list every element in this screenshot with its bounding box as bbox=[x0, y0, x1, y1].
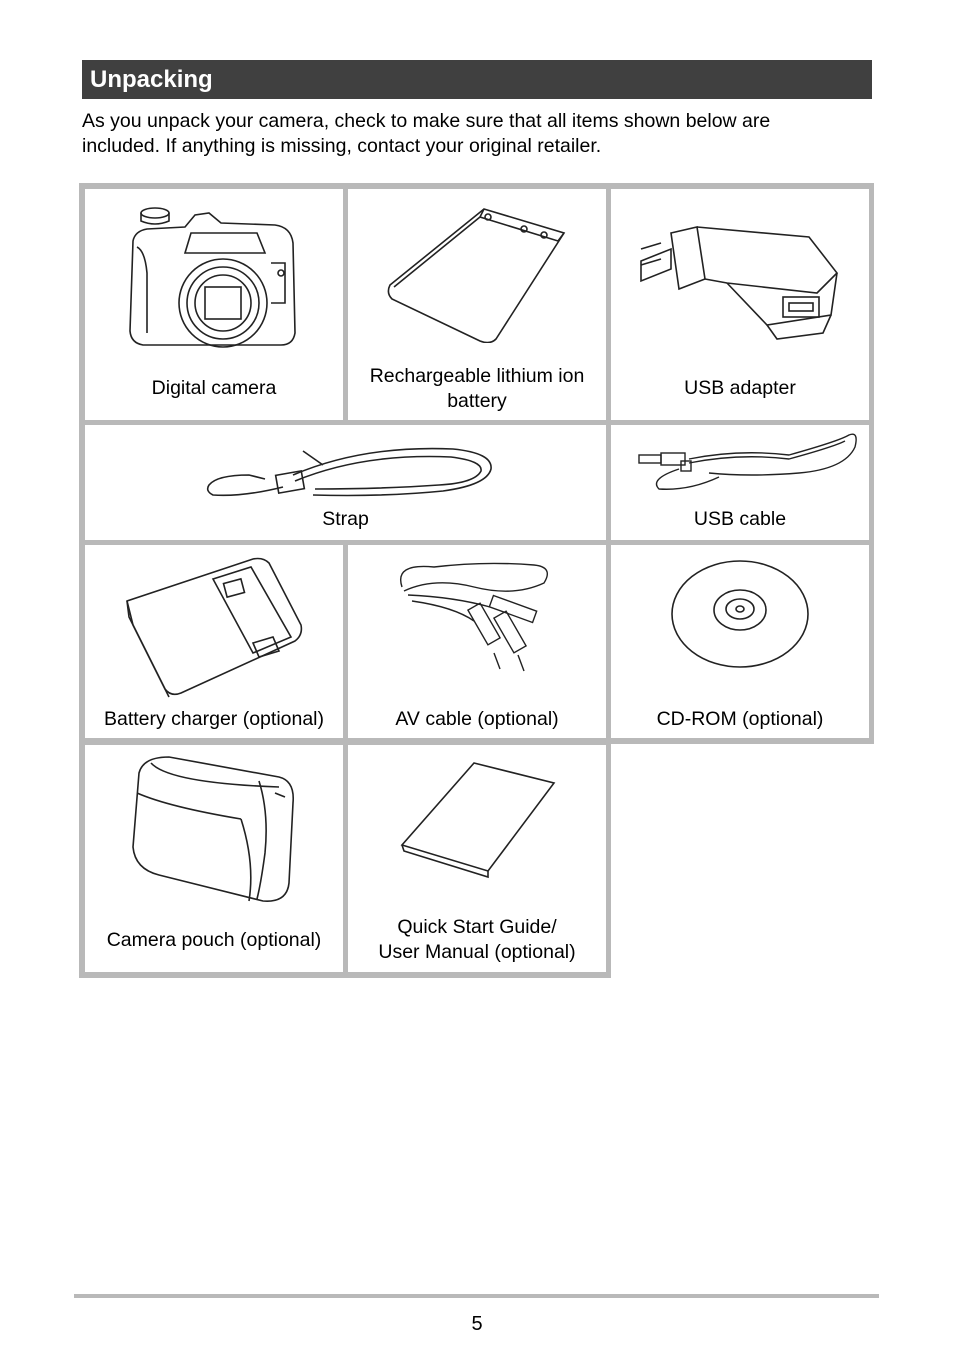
camera-pouch-label: Camera pouch (optional) bbox=[106, 929, 322, 951]
quick-start-guide-label: Quick Start Guide/ User Manual (optional… bbox=[348, 915, 606, 965]
battery-charger-icon bbox=[126, 557, 303, 698]
battery-label-line-1: Rechargeable lithium ion bbox=[369, 365, 585, 387]
intro-paragraph: As you unpack your camera, check to make… bbox=[82, 109, 872, 159]
item-cell-usb-adapter: USB adapter bbox=[611, 189, 869, 420]
cd-rom-icon bbox=[671, 560, 809, 668]
av-cable-label: AV cable (optional) bbox=[395, 708, 559, 730]
strap-icon bbox=[206, 447, 492, 497]
quick-start-guide-label-line-1: Quick Start Guide/ bbox=[397, 916, 557, 938]
page-number: 5 bbox=[471, 1313, 483, 1335]
battery-charger-label: Battery charger (optional) bbox=[103, 708, 325, 730]
usb-adapter-icon bbox=[640, 226, 839, 340]
item-cell-battery-charger: Battery charger (optional) bbox=[85, 545, 343, 738]
section-title: Unpacking bbox=[90, 66, 213, 93]
camera-pouch-icon bbox=[132, 756, 295, 902]
item-cell-quick-start-guide: Quick Start Guide/ User Manual (optional… bbox=[348, 745, 606, 972]
footer-rule bbox=[74, 1294, 879, 1298]
digital-camera-icon bbox=[129, 207, 296, 348]
digital-camera-label: Digital camera bbox=[151, 377, 277, 399]
item-cell-cd-rom: CD-ROM (optional) bbox=[611, 545, 869, 738]
section-title-bar: Unpacking bbox=[82, 60, 872, 99]
item-cell-strap: Strap bbox=[85, 425, 606, 540]
quick-start-guide-icon bbox=[400, 762, 556, 879]
intro-line-1: As you unpack your camera, check to make… bbox=[82, 110, 771, 132]
item-cell-battery: Rechargeable lithium ion battery bbox=[348, 189, 606, 420]
item-cell-digital-camera: Digital camera bbox=[85, 189, 343, 420]
usb-cable-label: USB cable bbox=[693, 508, 787, 530]
intro-line-2: included. If anything is missing, contac… bbox=[82, 135, 602, 157]
battery-label-line-2: battery bbox=[447, 390, 507, 412]
item-cell-camera-pouch: Camera pouch (optional) bbox=[85, 745, 343, 972]
battery-icon bbox=[387, 208, 566, 343]
usb-adapter-label: USB adapter bbox=[684, 377, 796, 399]
av-cable-icon bbox=[400, 562, 548, 672]
item-cell-av-cable: AV cable (optional) bbox=[348, 545, 606, 738]
item-cell-usb-cable: USB cable bbox=[611, 425, 869, 540]
strap-label: Strap bbox=[322, 508, 369, 530]
usb-cable-icon bbox=[638, 433, 857, 490]
battery-label: Rechargeable lithium ion battery bbox=[348, 364, 606, 414]
cd-rom-label: CD-ROM (optional) bbox=[656, 708, 824, 730]
quick-start-guide-label-line-2: User Manual (optional) bbox=[378, 941, 576, 963]
